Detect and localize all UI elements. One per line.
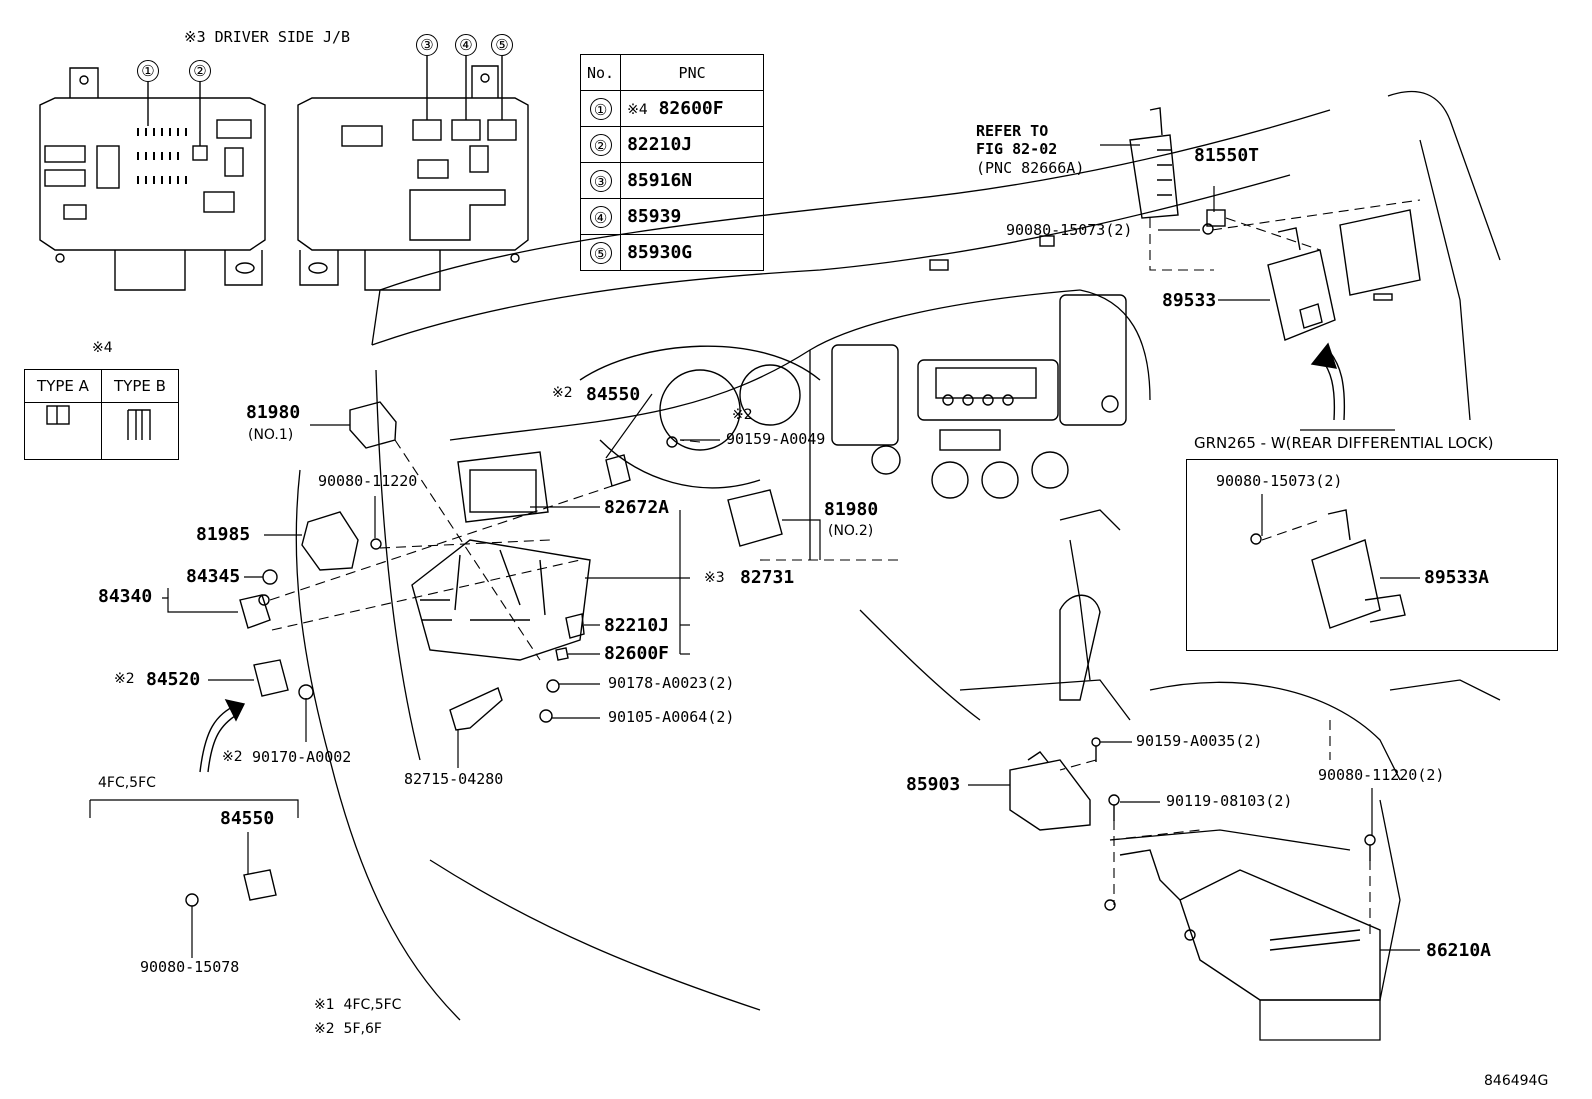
type-a-fuse-icon	[24, 402, 102, 460]
pnc-table: No. PNC ① ※4 82600F ② 82210J ③ 85916N ④ …	[579, 54, 765, 271]
label-81980-no1: 81980	[246, 402, 301, 423]
pnc-row-no: ②	[589, 133, 612, 156]
label-90159-A0049-note: ※2	[732, 407, 753, 423]
refer-line-2: FIG 82-02	[976, 140, 1058, 158]
pnc-row-value: 85916N	[627, 170, 693, 191]
pnc-row: ③ 85916N	[579, 162, 765, 199]
fuse-type-table: TYPE A TYPE B	[24, 369, 179, 460]
jb-callout-1: ①	[137, 60, 159, 82]
label-90159-A0049: 90159-A0049	[726, 430, 826, 448]
label-90080-11220: 90080-11220	[318, 472, 418, 490]
label-82600F: 82600F	[604, 643, 670, 664]
label-90170-A0002: 90170-A0002	[252, 748, 352, 766]
pnc-row-prefix: ※4	[627, 102, 648, 118]
label-4fc-5fc: 4FC,5FC	[98, 775, 156, 791]
label-90080-11220-2: 90080-11220(2)	[1318, 766, 1445, 784]
grn-part-label: 89533A	[1424, 567, 1490, 588]
jb-callout-2: ②	[189, 60, 211, 82]
refer-line-3: (PNC 82666A)	[976, 159, 1085, 177]
pnc-row: ① ※4 82600F	[579, 90, 765, 127]
refer-line-1: REFER TO	[976, 122, 1049, 140]
label-84520-prefix: ※2	[114, 671, 135, 687]
footnote-2: ※2 5F,6F	[314, 1021, 382, 1037]
footnote-1: ※1 4FC,5FC	[314, 997, 402, 1013]
pnc-row: ⑤ 85930G	[579, 234, 765, 271]
label-84550-bottom: 84550	[220, 808, 275, 829]
label-90119-08103: 90119-08103(2)	[1166, 792, 1293, 810]
label-81980-no1-sub: (NO.1)	[248, 427, 294, 443]
pnc-row-value: 82600F	[658, 98, 724, 119]
center-stack	[831, 235, 1127, 499]
label-90178-A0023: 90178-A0023(2)	[608, 674, 735, 692]
label-82731-prefix: ※3	[704, 570, 725, 586]
label-81980-no2-sub: (NO.2)	[828, 523, 874, 539]
label-84520: 84520	[146, 669, 201, 690]
grn-inset-box	[1186, 459, 1558, 651]
pnc-row: ② 82210J	[579, 126, 765, 163]
pnc-row-no: ⑤	[589, 241, 612, 264]
type-a-header: TYPE A	[24, 369, 102, 403]
jb-callout-3: ③	[416, 34, 438, 56]
label-90080-15073: 90080-15073(2)	[1006, 221, 1133, 239]
label-90080-15078: 90080-15078	[140, 958, 240, 976]
label-86210A: 86210A	[1426, 940, 1492, 961]
label-82715-04280: 82715-04280	[404, 770, 504, 788]
label-84345: 84345	[186, 566, 241, 587]
pnc-row-value: 85930G	[627, 242, 693, 263]
grn-box-title: GRN265 - W(REAR DIFFERENTIAL LOCK)	[1194, 434, 1494, 452]
pnc-row: ④ 85939	[579, 198, 765, 235]
label-81550T: 81550T	[1194, 145, 1260, 166]
pnc-row-value: 85939	[627, 206, 682, 227]
instrument-cluster	[579, 345, 821, 489]
jb-rear-view	[297, 65, 529, 291]
jb-callout-4: ④	[455, 34, 477, 56]
jb-callout-5: ⑤	[491, 34, 513, 56]
label-82731: 82731	[740, 567, 795, 588]
label-90170-prefix: ※2	[222, 749, 243, 765]
pnc-row-no: ④	[589, 205, 612, 228]
label-90159-A0035: 90159-A0035(2)	[1136, 732, 1263, 750]
label-84340: 84340	[98, 586, 153, 607]
pnc-row-no: ①	[589, 97, 612, 120]
diagram-id: 846494G	[1484, 1073, 1549, 1089]
label-81985: 81985	[196, 524, 251, 545]
type-table-note: ※4	[92, 340, 113, 356]
grn-bolt-label: 90080-15073(2)	[1216, 472, 1343, 490]
pnc-row-value: 82210J	[627, 134, 693, 155]
label-89533: 89533	[1162, 290, 1217, 311]
label-84550-prefix: ※2	[552, 385, 573, 401]
label-90105-A0064: 90105-A0064(2)	[608, 708, 735, 726]
type-b-fuse-icon	[101, 402, 179, 460]
dashboard-outline	[295, 90, 1501, 1041]
label-84550-top: 84550	[586, 384, 641, 405]
label-82210J: 82210J	[604, 615, 670, 636]
pnc-header-pnc: PNC	[620, 54, 765, 91]
pnc-header-no: No.	[579, 54, 622, 91]
type-b-header: TYPE B	[101, 369, 179, 403]
jb-front-view	[39, 67, 266, 291]
label-85903: 85903	[906, 774, 961, 795]
label-82672A: 82672A	[604, 497, 670, 518]
label-81980-no2: 81980	[824, 499, 879, 520]
jb-title: ※3 DRIVER SIDE J/B	[184, 28, 351, 46]
pnc-row-no: ③	[589, 169, 612, 192]
